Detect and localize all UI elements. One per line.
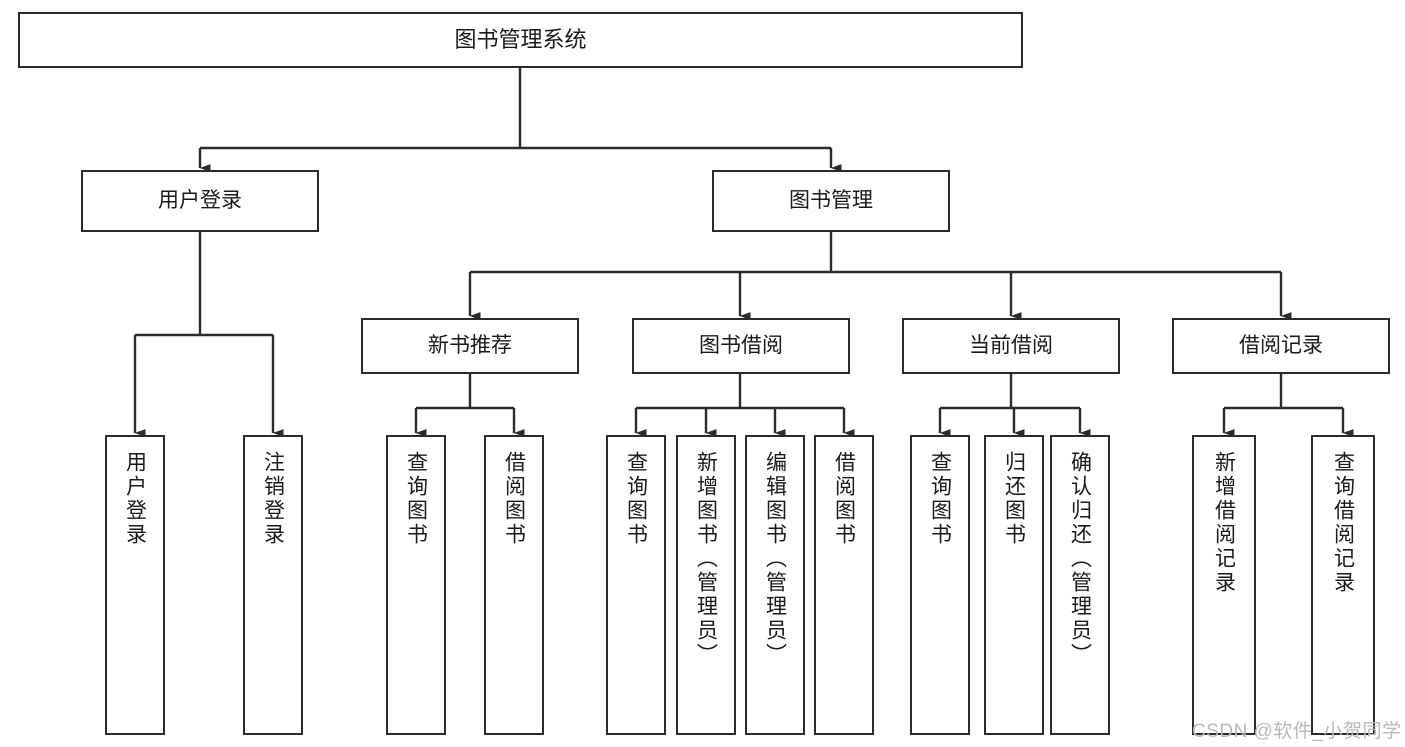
csdn-watermark: CSDN @软件_小贺同学 — [1192, 721, 1402, 742]
node-label: 借阅图书 — [502, 451, 526, 547]
node-label: 新增借阅记录 — [1212, 451, 1236, 595]
node-label: 用户登录 — [123, 451, 147, 547]
node-label: 确认归还（管理员） — [1068, 451, 1092, 667]
node-leaf-confirm-return: 确认归还（管理员） — [1050, 435, 1110, 735]
node-leaf-query-book-borrow: 查询图书 — [606, 435, 666, 735]
node-leaf-edit-book: 编辑图书（管理员） — [745, 435, 805, 735]
node-book-manage: 图书管理 — [712, 170, 950, 232]
node-new-book-recommend: 新书推荐 — [361, 318, 579, 374]
node-leaf-borrow-book: 借阅图书 — [814, 435, 874, 735]
node-leaf-query-book-cur: 查询图书 — [910, 435, 970, 735]
node-current-borrow: 当前借阅 — [902, 318, 1120, 374]
node-leaf-query-record: 查询借阅记录 — [1311, 435, 1375, 735]
root-node-system: 图书管理系统 — [18, 12, 1023, 68]
node-label: 图书管理 — [789, 189, 873, 213]
node-leaf-user-logout: 注销登录 — [243, 435, 303, 735]
node-label: 新增图书（管理员） — [694, 451, 718, 667]
node-label: 用户登录 — [158, 189, 242, 213]
node-label: 借阅图书 — [832, 451, 856, 547]
node-leaf-add-record: 新增借阅记录 — [1192, 435, 1256, 735]
node-borrow-record: 借阅记录 — [1172, 318, 1390, 374]
node-leaf-query-book-rec: 查询图书 — [386, 435, 446, 735]
node-label: 查询图书 — [404, 451, 428, 547]
node-leaf-borrow-book-rec: 借阅图书 — [484, 435, 544, 735]
node-leaf-return-book: 归还图书 — [984, 435, 1044, 735]
node-label: 查询借阅记录 — [1331, 451, 1355, 595]
node-label: 归还图书 — [1002, 451, 1026, 547]
node-label: 图书管理系统 — [454, 26, 587, 52]
node-leaf-add-book: 新增图书（管理员） — [676, 435, 736, 735]
node-label: 图书借阅 — [699, 334, 783, 358]
node-label: 当前借阅 — [969, 334, 1053, 358]
node-label: 编辑图书（管理员） — [763, 451, 787, 667]
node-label: 注销登录 — [261, 451, 285, 547]
node-label: 借阅记录 — [1239, 334, 1323, 358]
node-label: 查询图书 — [928, 451, 952, 547]
node-leaf-user-login: 用户登录 — [105, 435, 165, 735]
node-user-login: 用户登录 — [81, 170, 319, 232]
node-label: 新书推荐 — [428, 334, 512, 358]
node-label: 查询图书 — [624, 451, 648, 547]
node-book-borrow: 图书借阅 — [632, 318, 850, 374]
